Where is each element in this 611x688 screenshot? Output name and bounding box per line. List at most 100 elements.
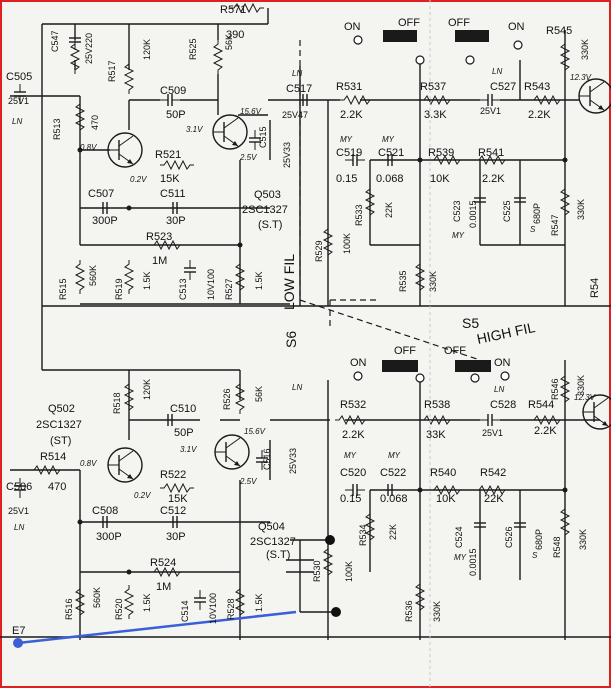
label-q502-rank: (ST) [50,435,71,447]
label-bottom-off-left: OFF [394,345,416,357]
volt-2-5: 2.5V [239,153,257,162]
label-r520: R520 [114,598,124,620]
label-r542: R542 [480,467,506,479]
label-c512: C512 [160,505,186,517]
label-c522: C522 [380,467,406,479]
volt-bottom-3-1: 3.1V [180,445,197,454]
label-c508: C508 [92,505,118,517]
tag-c526: S [532,551,538,560]
label-r519-value: 1.5K [142,271,152,290]
label-c507: C507 [88,188,114,200]
label-r545: R545 [546,25,572,37]
label-c547: C547 [50,30,60,52]
label-r527: R527 [224,278,234,300]
label-c508-value: 300P [96,531,122,543]
label-r531: R531 [336,81,362,93]
label-r544-value: 2.2K [534,425,557,437]
label-c517-value: 25V47 [282,110,308,120]
label-c506-value: 25V1 [8,506,29,516]
label-c523: C523 [452,200,462,222]
label-c516: C516 [262,448,272,470]
bottom-labels: Q502 2SC1327 (ST) R518 120K C510 50P R52… [6,315,596,637]
annotation-node-upper [325,535,335,545]
label-r526-value: 56K [254,386,264,402]
label-r528-value: 1.5K [254,593,264,612]
label-c527-value: 25V1 [480,106,501,116]
label-c514: C514 [180,600,190,622]
label-r549-partial: R54 [589,278,601,298]
label-r537: R537 [420,81,446,93]
label-r547: R547 [550,214,560,236]
tag-c524: MY [454,553,467,562]
label-r521-value: 15K [160,173,180,185]
volt-bottom-0-8: 0.8V [80,459,97,468]
volt-bottom-0-2: 0.2V [134,491,151,500]
top-labels: R571 390 C547 25V220 R517 120K R525 56K … [6,4,601,348]
volt-bottom-12-3: 12.3V [574,393,596,402]
label-q503: Q503 [254,189,281,201]
label-bottom-off-right: OFF [444,345,466,357]
label-r543-value: 2.2K [528,109,551,121]
label-r515-value: 560K [88,265,98,286]
label-c514-value: 10V100 [208,593,218,624]
label-c513-value: 10V100 [206,269,216,300]
label-r533-value: 22K [384,202,394,218]
tag-c525: S [530,225,536,234]
label-r517-value: 120K [142,39,152,60]
label-c515: C515 [258,126,268,148]
label-r540-value: 10K [436,493,456,505]
tag-c523: MY [452,231,465,240]
label-c519-value: 0.15 [336,173,357,185]
bottom-amplifier-section [0,360,611,640]
label-c509-value: 50P [166,109,186,121]
label-r545-value: 330K [580,39,590,60]
label-c510-value: 50P [174,427,194,439]
volt-12-3: 12.3V [570,73,592,82]
label-r521: R521 [155,149,181,161]
label-r514-value: 470 [48,481,66,493]
label-c525-value: 680P [532,203,542,224]
label-r517: R517 [107,60,117,82]
label-q503-rank: (S.T) [258,219,282,231]
label-c516-value: 25V33 [288,448,298,474]
label-r519: R519 [114,278,124,300]
label-c511: C511 [160,188,185,200]
label-c520: C520 [340,467,366,479]
label-r520-value: 1.5K [142,593,152,612]
label-r528: R528 [226,598,236,620]
label-c524-value: 0.0015 [468,548,478,576]
label-r539: R539 [428,147,454,159]
label-c513: C513 [178,278,188,300]
blue-annotation-wire [17,610,297,645]
label-c505-value: 25V1 [8,96,29,106]
label-c528: C528 [490,399,516,411]
label-c525: C525 [502,200,512,222]
label-r525: R525 [188,38,198,60]
label-c524: C524 [454,526,464,548]
label-r514: R514 [40,451,66,463]
label-r529: R529 [314,240,324,262]
label-r522-value: 15K [168,493,188,505]
tag-c506: LN [14,523,24,532]
label-r541-value: 2.2K [482,173,505,185]
label-r526: R526 [222,388,232,410]
label-top-on-left: ON [344,21,361,33]
tag-c521: MY [382,135,395,144]
tag-c527: LN [492,67,502,76]
volt-bottom-15-6: 15.6V [244,427,266,436]
label-r527-value: 1.5K [254,271,264,290]
label-r530-value: 100K [344,561,354,582]
label-r516: R516 [64,598,74,620]
label-c527: C527 [490,81,516,93]
label-c523-value: 0.0015 [468,200,478,228]
label-c522-value: 0.068 [380,493,408,505]
label-r516-value: 560K [92,587,102,608]
label-c505: C505 [6,71,32,83]
tag-c528: LN [494,385,504,394]
label-c526: C526 [504,526,514,548]
tag-c505: LN [12,117,22,126]
label-r524: R524 [150,557,176,569]
blue-annotation-endpoint [13,638,23,648]
